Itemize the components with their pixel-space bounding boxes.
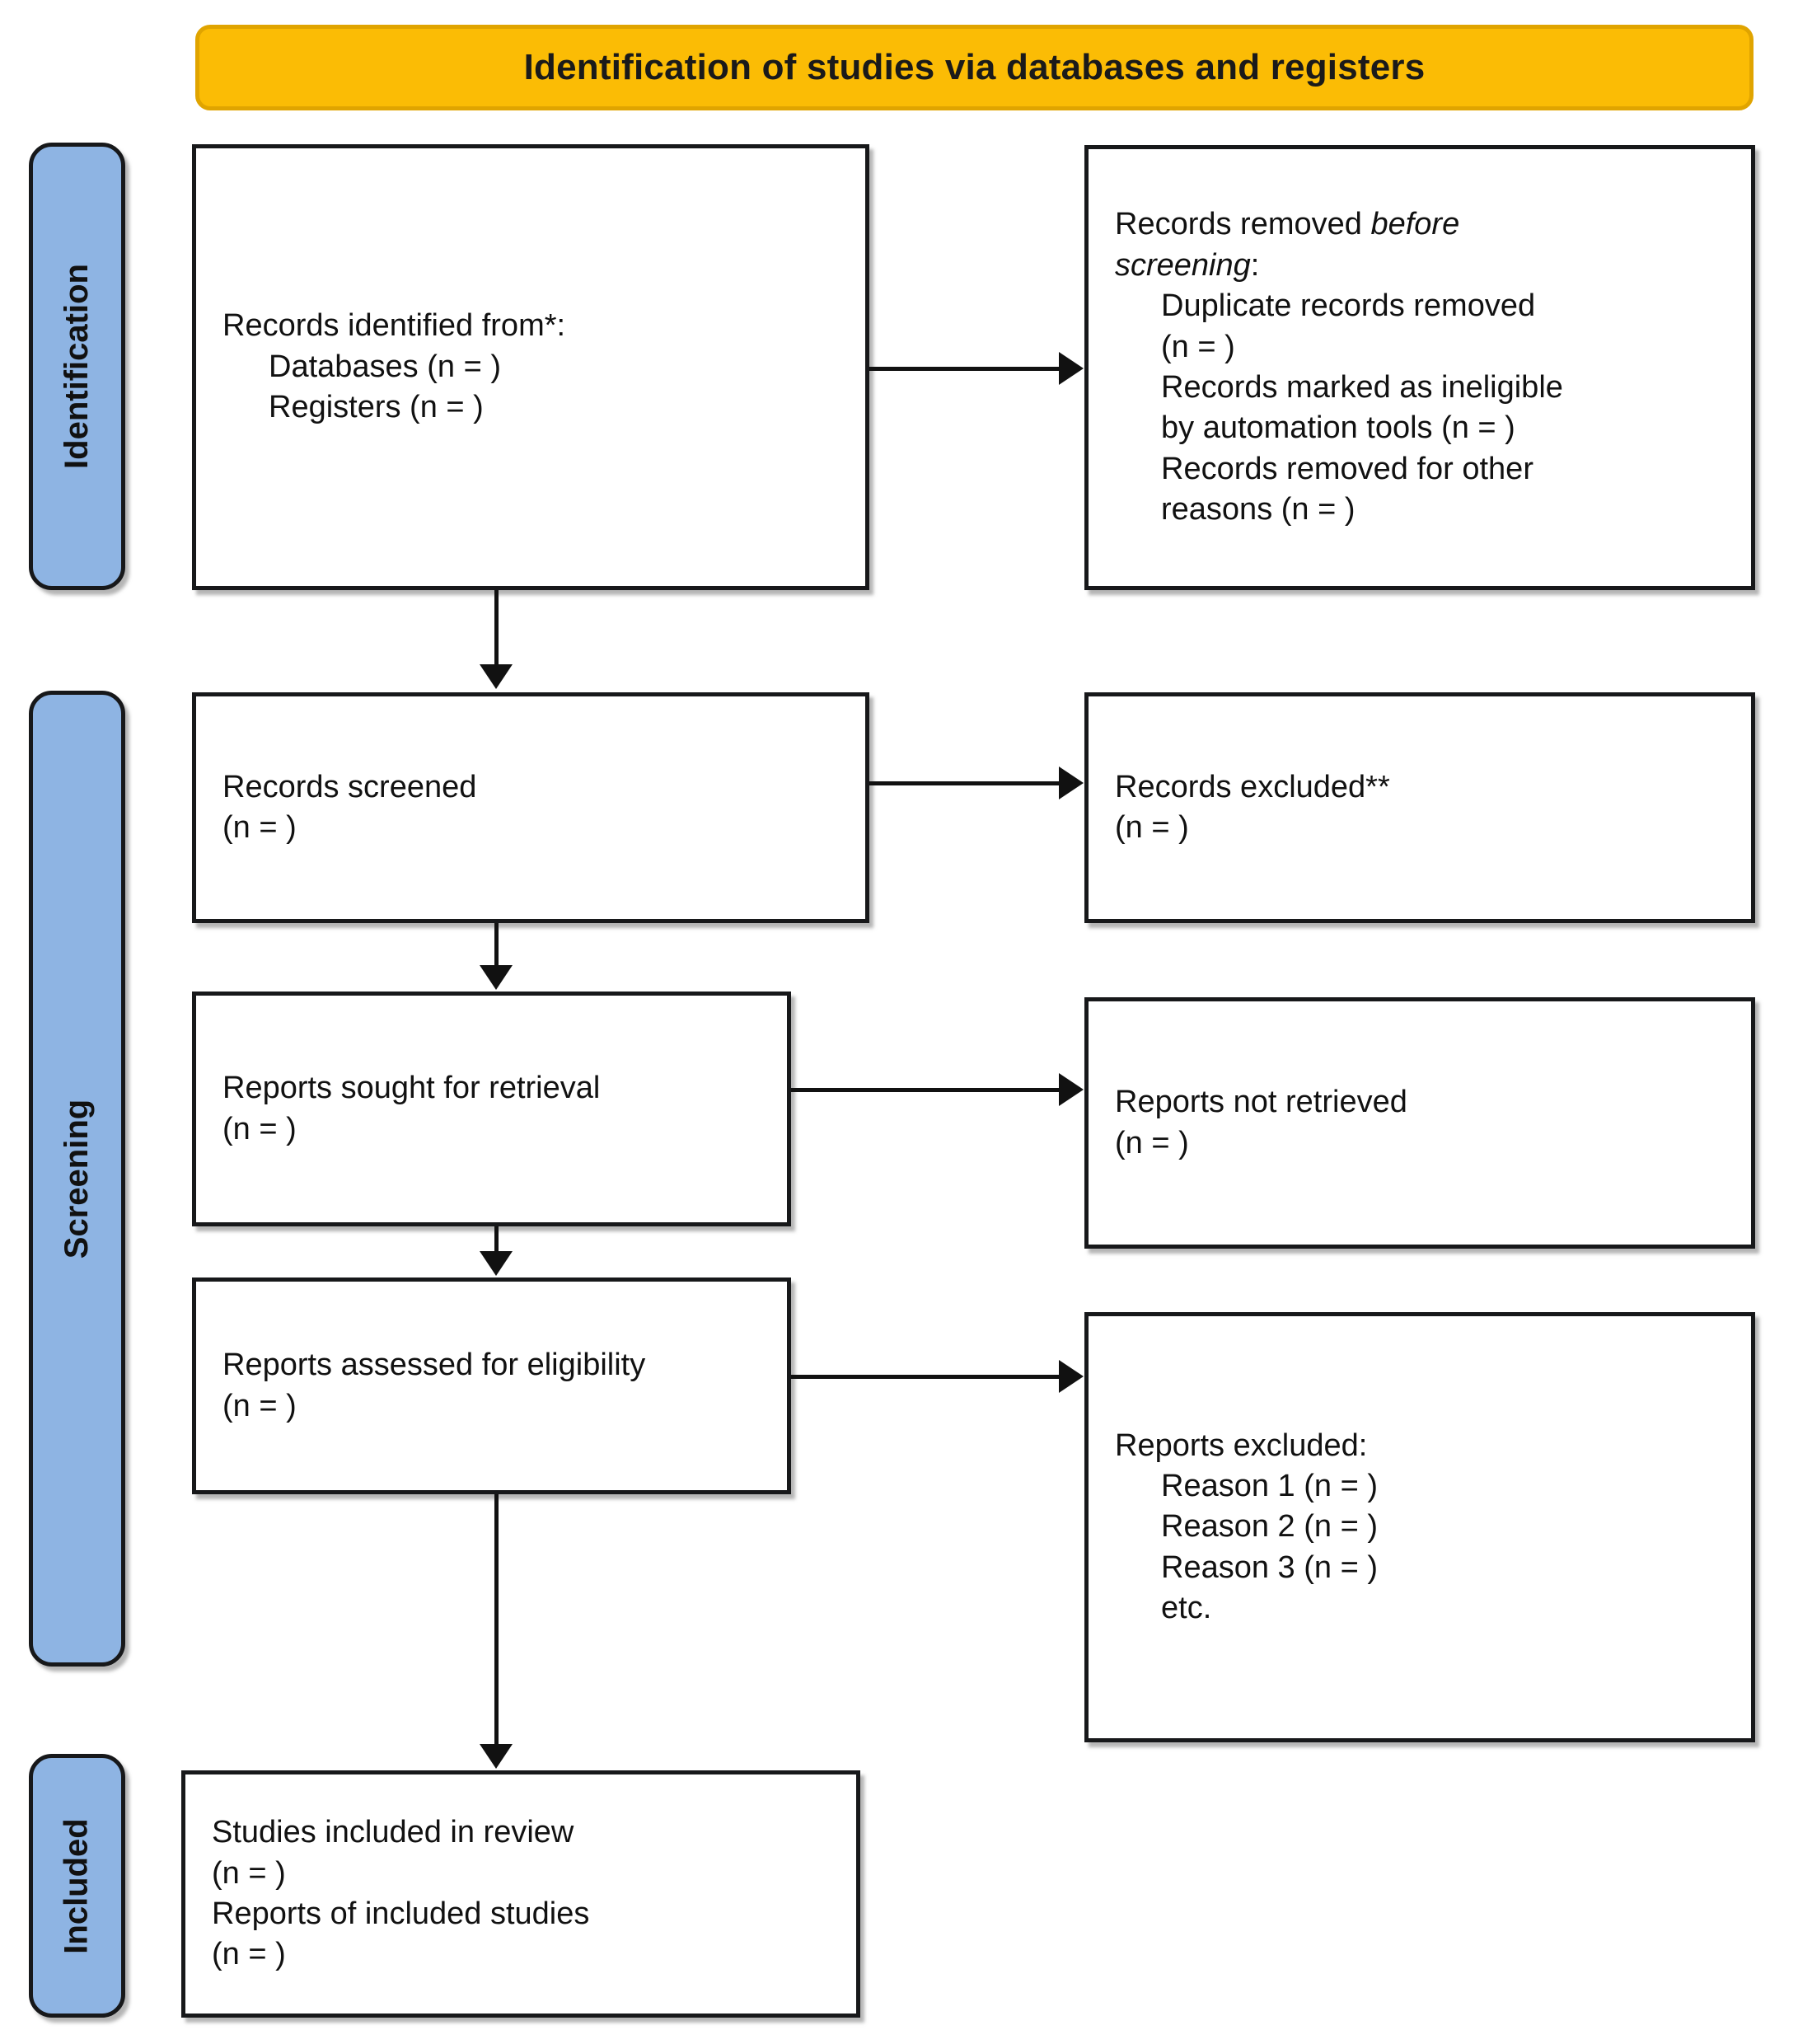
box-reports-excluded: Reports excluded: Reason 1 (n = ) Reason… [1084, 1312, 1755, 1742]
arrowhead-assessed-to-reportsexcluded [1059, 1360, 1084, 1393]
box-line: by automation tools (n = ) [1161, 410, 1515, 446]
arrowhead-identified-to-removed [1059, 352, 1084, 385]
box-line: Reports excluded: [1115, 1428, 1368, 1463]
box-line: Studies included in review [212, 1815, 574, 1850]
box-line: (n = ) [222, 810, 297, 845]
arrowhead-identified-to-screened [480, 664, 513, 689]
box-line: Records excluded** [1115, 769, 1390, 804]
box-line: Reports of included studies [212, 1896, 590, 1931]
box-line: Records identified from*: [222, 308, 566, 344]
box-line: screening: [1115, 246, 1725, 286]
connector-assessed-to-included [494, 1494, 499, 1746]
arrowhead-sought-to-notretrieved [1059, 1073, 1084, 1106]
stage-label-identification-text: Identification [59, 264, 96, 469]
box-line: Reason 2 (n = ) [1161, 1509, 1378, 1545]
connector-identified-to-screened [494, 590, 499, 666]
connector-sought-to-notretrieved [791, 1088, 1059, 1092]
box-line: (n = ) [1115, 1125, 1189, 1160]
box-line: etc. [1161, 1591, 1212, 1626]
connector-screened-to-excluded [869, 781, 1059, 785]
box-line: Reports sought for retrieval [222, 1071, 601, 1106]
box-line: Records removed before [1115, 204, 1725, 245]
stage-label-included: Included [29, 1754, 125, 2018]
box-line: Reason 1 (n = ) [1161, 1468, 1378, 1503]
banner-title: Identification of studies via databases … [523, 47, 1426, 87]
stage-label-screening: Screening [29, 691, 125, 1667]
box-line-part: : [1250, 247, 1260, 283]
box-line: reasons (n = ) [1161, 492, 1356, 527]
arrowhead-screened-to-sought [480, 965, 513, 990]
box-line-part-italic: before [1370, 207, 1460, 242]
box-line: Registers (n = ) [269, 390, 484, 425]
arrowhead-assessed-to-included [480, 1744, 513, 1769]
box-line: Records screened [222, 769, 477, 804]
stage-label-screening-text: Screening [59, 1099, 95, 1259]
connector-assessed-to-reportsexcluded [791, 1375, 1059, 1379]
box-line: (n = ) [1115, 810, 1189, 845]
box-line: (n = ) [212, 1937, 286, 1972]
stage-label-identification: Identification [29, 143, 125, 590]
box-line: Reports assessed for eligibility [222, 1348, 646, 1383]
box-records-screened: Records screened (n = ) [192, 692, 869, 923]
box-reports-sought-for-retrieval: Reports sought for retrieval (n = ) [192, 992, 791, 1226]
box-line: Reason 3 (n = ) [1161, 1549, 1378, 1585]
box-line: Databases (n = ) [269, 349, 501, 384]
box-records-identified: Records identified from*: Databases (n =… [192, 144, 869, 590]
box-line: (n = ) [212, 1855, 286, 1891]
box-line-part-italic: screening [1115, 247, 1251, 283]
stage-label-included-text: Included [59, 1817, 96, 1954]
box-records-removed-before-screening: Records removed before screening: Duplic… [1084, 145, 1755, 590]
box-line: Reports not retrieved [1115, 1085, 1407, 1120]
box-line: Duplicate records removed [1161, 288, 1536, 324]
box-reports-not-retrieved: Reports not retrieved (n = ) [1084, 997, 1755, 1249]
identification-banner: Identification of studies via databases … [195, 25, 1754, 110]
connector-identified-to-removed [869, 367, 1059, 371]
arrowhead-screened-to-excluded [1059, 766, 1084, 799]
box-line: (n = ) [1161, 329, 1235, 364]
box-reports-assessed-for-eligibility: Reports assessed for eligibility (n = ) [192, 1278, 791, 1494]
box-line-part: Records removed [1115, 207, 1371, 242]
box-line: (n = ) [222, 1111, 297, 1146]
box-studies-included: Studies included in review (n = ) Report… [181, 1770, 860, 2018]
box-line: (n = ) [222, 1388, 297, 1423]
connector-sought-to-assessed [494, 1226, 499, 1253]
box-records-excluded: Records excluded** (n = ) [1084, 692, 1755, 923]
arrowhead-sought-to-assessed [480, 1251, 513, 1276]
box-line: Records removed for other [1161, 451, 1533, 486]
box-line: Records marked as ineligible [1161, 370, 1563, 405]
connector-screened-to-sought [494, 923, 499, 967]
